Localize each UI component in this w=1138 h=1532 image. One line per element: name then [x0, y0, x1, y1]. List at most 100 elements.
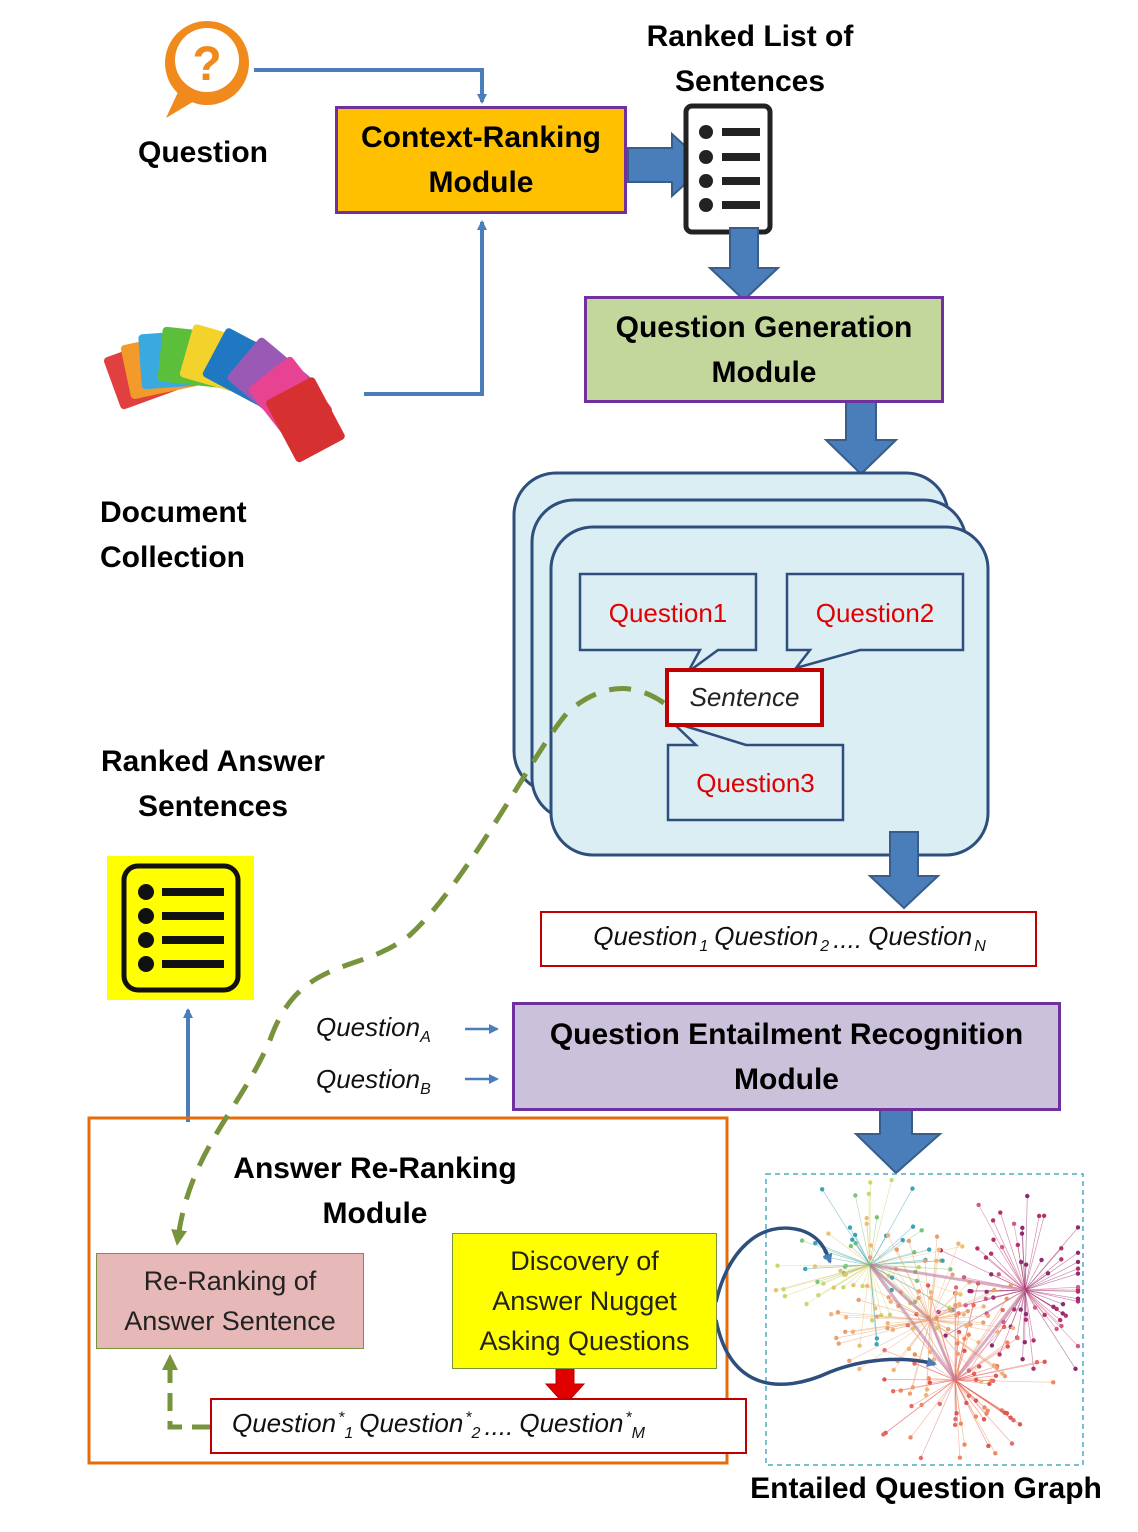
graph-edge [895, 1268, 931, 1321]
graph-node [888, 1299, 893, 1304]
graph-node [856, 1297, 861, 1303]
graph-edge [977, 1248, 1026, 1291]
graph-edge [818, 1264, 871, 1296]
list-to-generation-arrow [707, 227, 781, 302]
graph-edge [954, 1298, 1008, 1381]
seq-n-word2: Question [714, 921, 819, 952]
graph-node [958, 1421, 964, 1426]
graph-node [940, 1258, 945, 1263]
question-b-sub: B [420, 1081, 431, 1099]
graph-node [1075, 1271, 1081, 1276]
graph-node [957, 1301, 962, 1307]
seq-m-dots: .... [484, 1410, 514, 1441]
graph-node [1025, 1193, 1030, 1199]
graph-node [943, 1333, 948, 1338]
question1-text: Question1 [608, 597, 728, 628]
list-icon [683, 103, 773, 235]
graph-edge [954, 1375, 996, 1381]
graph-edge [910, 1379, 956, 1438]
sequence-to-reranking-dashed-arrow [162, 1354, 210, 1430]
question1-callout-shape [578, 572, 758, 674]
graph-node [874, 1215, 880, 1220]
graph-edge [929, 1319, 984, 1323]
graph-node [843, 1329, 848, 1335]
seq-m-word3: Question [519, 1408, 624, 1439]
graph-node [999, 1244, 1005, 1250]
graph-edge [929, 1319, 971, 1326]
graph-edge [1024, 1261, 1079, 1291]
graph-node [836, 1341, 841, 1346]
graph-edge [869, 1264, 876, 1309]
graph-node [1023, 1317, 1029, 1322]
question-label: Question [137, 136, 268, 169]
graph-edge [921, 1379, 956, 1406]
graph-hub-link [868, 1263, 932, 1322]
graph-edge [929, 1319, 982, 1382]
graph-node [847, 1358, 852, 1364]
graph-edge [1017, 1244, 1026, 1291]
graph-node [878, 1313, 884, 1318]
graph-node [898, 1388, 903, 1393]
graph-node [773, 1287, 779, 1293]
discovery-to-graph-curve-upper [714, 1226, 833, 1303]
graph-edge [825, 1251, 871, 1266]
graph-node [907, 1391, 913, 1396]
graph-edge [1024, 1264, 1027, 1291]
graph-node [1059, 1257, 1064, 1262]
graph-edge [929, 1314, 964, 1321]
graph-node [868, 1180, 873, 1185]
graph-node [1051, 1380, 1056, 1385]
ranked-answer-label-line1: Ranked Answer [101, 745, 325, 778]
graph-node [1039, 1257, 1044, 1263]
answer-reranking-line1: Answer Re-Ranking [233, 1152, 517, 1185]
svg-text:?: ? [192, 38, 221, 91]
graph-node [993, 1451, 998, 1456]
graph-edge [929, 1282, 970, 1321]
graph-node [1075, 1266, 1081, 1271]
graph-node [978, 1379, 984, 1384]
graph-node [914, 1278, 920, 1284]
graph-node [961, 1275, 967, 1280]
question3-callout-shape [666, 720, 845, 822]
graph-edge [821, 1189, 871, 1266]
graph-node [998, 1210, 1003, 1215]
graph-edge [801, 1240, 871, 1266]
question2-text: Question2 [815, 597, 935, 628]
graph-node [852, 1232, 858, 1238]
graph-edge [831, 1313, 931, 1321]
graph-edge [1024, 1289, 1064, 1305]
graph-edge [869, 1264, 877, 1345]
graph-edge [1024, 1289, 1079, 1300]
graph-node [1075, 1343, 1081, 1349]
seq-m-sub1: 1 [344, 1425, 354, 1443]
question-to-context-arrow [254, 68, 487, 104]
graph-edge [1024, 1289, 1036, 1308]
seq-m-word1: Question [232, 1408, 337, 1439]
graph-node [992, 1287, 997, 1293]
graph-edge [929, 1310, 968, 1321]
seq-m-sub2: 2 [471, 1425, 481, 1443]
graph-node [1075, 1284, 1081, 1290]
seq-m-item3: Question*M [517, 1408, 645, 1443]
graph-edge [1024, 1289, 1061, 1321]
graph-edge [954, 1379, 990, 1385]
seq-n-subn: N [974, 938, 986, 956]
graph-node [1036, 1213, 1042, 1219]
graph-node [976, 1202, 981, 1208]
graph-node [1015, 1242, 1021, 1248]
question-a-word: Question [316, 1012, 421, 1042]
graph-node [987, 1381, 992, 1387]
question-generation-line1: Question Generation [615, 310, 913, 344]
graph-edge [845, 1319, 931, 1333]
graph-node [912, 1361, 917, 1366]
graph-edge [924, 1260, 931, 1321]
graph-node [838, 1268, 843, 1273]
graph-hub-link [868, 1264, 957, 1381]
stack-to-sequence-arrow [867, 831, 941, 910]
graph-node [925, 1283, 931, 1288]
seq-m-star2: * [465, 1409, 472, 1427]
graph-node [1002, 1373, 1008, 1379]
graph-edge [954, 1346, 1008, 1381]
graph-edge [929, 1274, 953, 1321]
